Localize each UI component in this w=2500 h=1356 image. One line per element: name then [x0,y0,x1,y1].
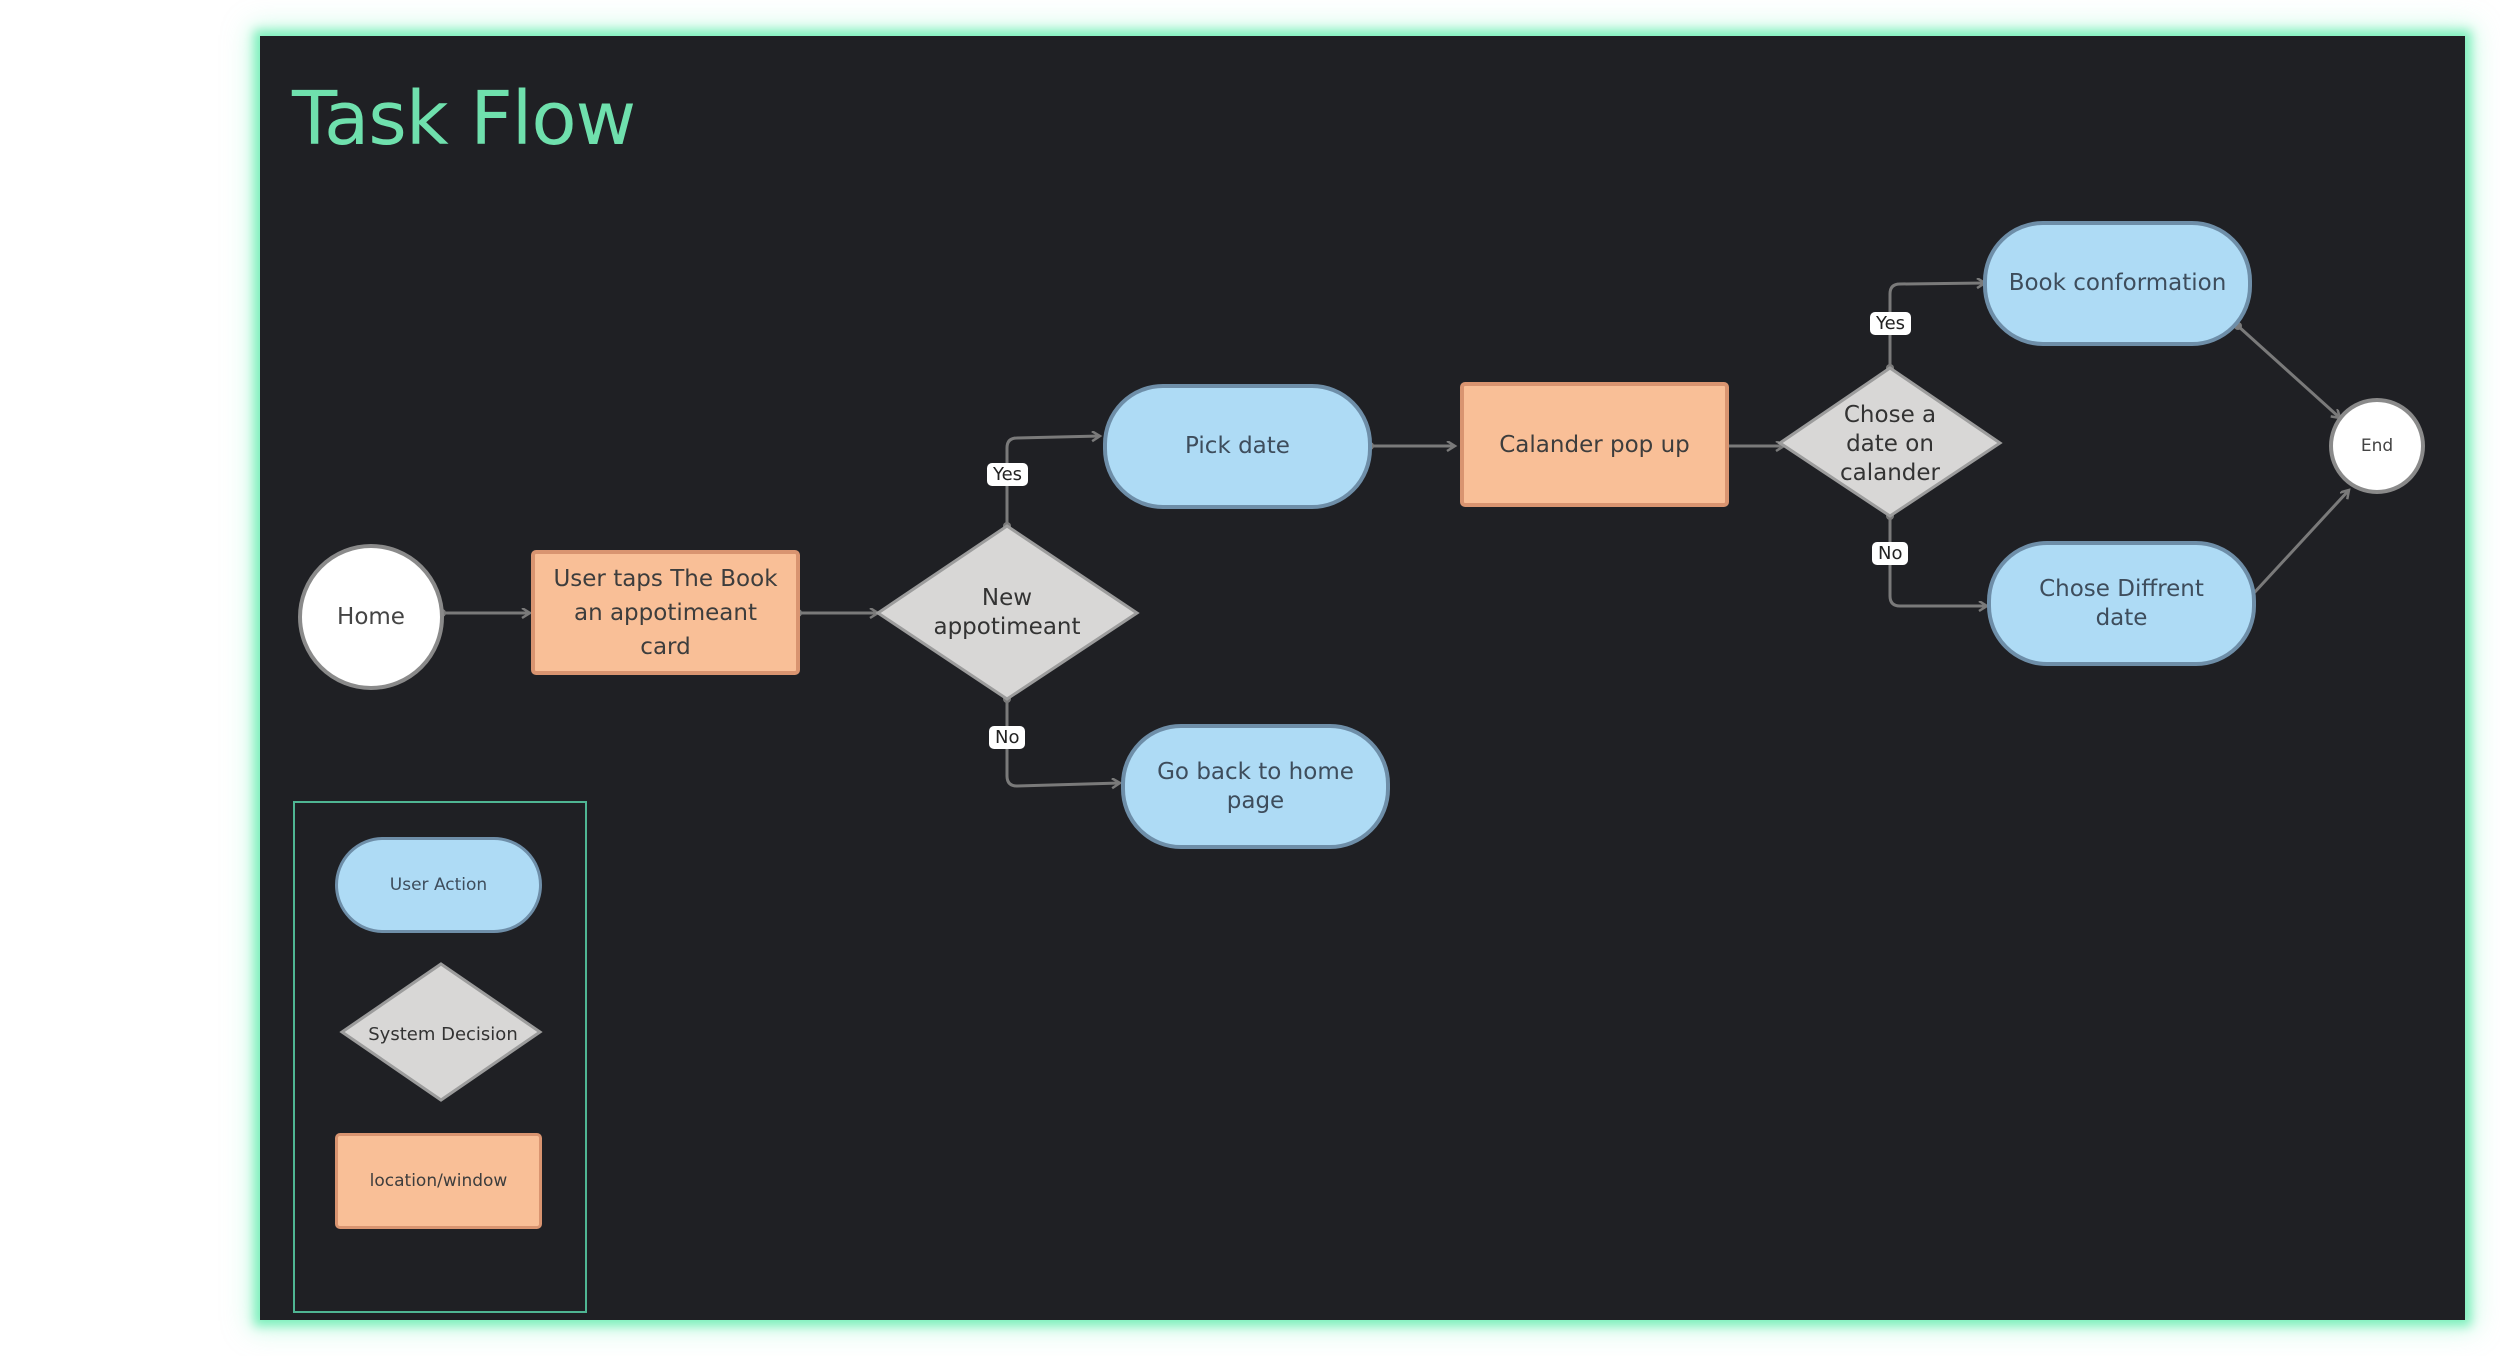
legend-system-decision: System Decision [368,1023,518,1045]
new-appointment-decision [875,524,1140,701]
legend: User Action System Decision location/win… [293,801,587,1313]
book-confirmation-node: Book conformation [1983,221,2252,346]
legend-decision-shape [339,962,543,1102]
edge-chose-yes-book [1888,283,1985,368]
flowchart-board: Task Flow [260,36,2465,1320]
chose-date-decision [1777,366,2003,518]
pick-date-node: Pick date [1103,384,1372,509]
yes-label-1: Yes [987,463,1029,486]
end-node: End [2329,398,2425,494]
connectors [339,36,2465,1102]
home-node: Home [298,544,444,690]
page-title: Task Flow [292,76,636,162]
new-appointment-label: New appotimeant [933,585,1081,640]
edge-new-no-back [1005,699,1120,786]
edge-diff-end [2240,490,2349,608]
yes-label-2: Yes [1870,312,1912,335]
chose-different-date-node: Chose Diffrent date [1987,541,2256,666]
user-taps-node: User taps The Book an appotimeant card [531,550,800,675]
no-label-1: No [989,726,1026,749]
chose-date-label: Chose a date on calander [1839,401,1940,486]
legend-user-action: User Action [335,837,542,933]
edge-book-end [2236,324,2340,418]
edge-chose-no-diff [1888,516,1987,606]
edge-new-yes-pick [1005,436,1100,526]
calander-node: Calander pop up [1460,382,1729,507]
no-label-2: No [1872,542,1909,565]
go-back-node: Go back to home page [1121,724,1390,849]
legend-location-window: location/window [335,1133,542,1229]
